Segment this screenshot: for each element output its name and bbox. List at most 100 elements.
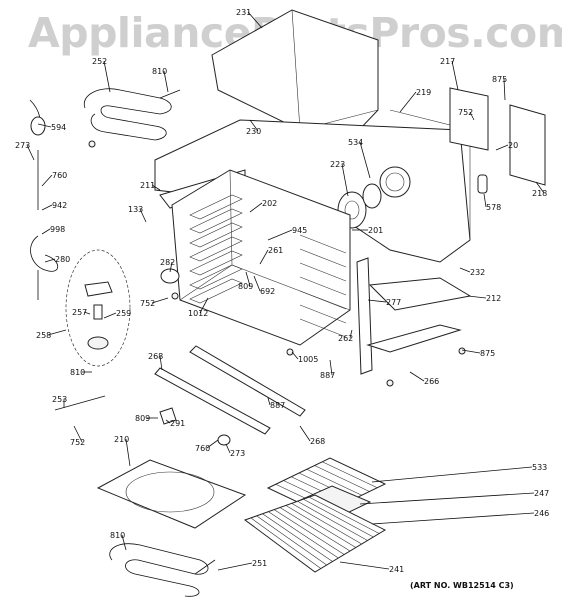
callout-label-219: 219 bbox=[416, 88, 431, 97]
oven-cavity-part bbox=[171, 169, 351, 346]
callout-leader bbox=[399, 91, 417, 113]
callout-label-223: 223 bbox=[330, 160, 345, 169]
callout-label-760: 760 bbox=[52, 171, 67, 180]
callout-leader bbox=[169, 261, 173, 273]
convection-fan-part bbox=[337, 183, 382, 229]
callout-leader bbox=[371, 512, 535, 525]
callout-label-247: 247 bbox=[534, 489, 549, 498]
callout-label-875: 875 bbox=[480, 349, 495, 358]
callout-label-266: 266 bbox=[424, 377, 439, 386]
hardware-part bbox=[54, 140, 466, 446]
callout-leader bbox=[103, 312, 117, 319]
callout-leader bbox=[299, 425, 311, 442]
callout-label-252: 252 bbox=[92, 57, 107, 66]
callout-label-1005: 1005 bbox=[298, 355, 318, 364]
callout-label-875: 875 bbox=[492, 75, 507, 84]
callout-leader bbox=[73, 425, 83, 443]
callout-leader bbox=[339, 561, 390, 570]
callout-leader bbox=[159, 355, 163, 371]
callout-label-282: 282 bbox=[160, 258, 175, 267]
callout-leader bbox=[291, 351, 299, 360]
callout-leader bbox=[121, 534, 127, 551]
broil-element-part bbox=[83, 88, 181, 141]
callout-leader bbox=[151, 184, 161, 191]
callout-label-998: 998 bbox=[50, 225, 65, 234]
callout-leader bbox=[47, 329, 67, 336]
callout-leader bbox=[341, 163, 349, 197]
callout-leader bbox=[259, 249, 269, 265]
callout-leader bbox=[451, 60, 459, 91]
callout-leader bbox=[245, 271, 251, 287]
callout-leader bbox=[503, 78, 506, 101]
callout-label-533: 533 bbox=[532, 463, 547, 472]
callout-label-261: 261 bbox=[268, 246, 283, 255]
callout-leader bbox=[249, 119, 259, 132]
callout-label-210: 210 bbox=[114, 435, 129, 444]
callout-leader bbox=[267, 229, 293, 241]
callout-label-534: 534 bbox=[348, 138, 363, 147]
callout-leader bbox=[26, 144, 35, 161]
callout-leader bbox=[247, 11, 263, 29]
callout-label-273: 273 bbox=[230, 449, 245, 458]
callout-leader bbox=[103, 60, 111, 93]
callout-label-268: 268 bbox=[148, 352, 163, 361]
callout-label-20: 20 bbox=[508, 141, 518, 150]
callout-leader bbox=[199, 297, 209, 314]
callout-label-810: 810 bbox=[152, 67, 167, 76]
callout-leader bbox=[253, 275, 261, 292]
callout-leader bbox=[249, 202, 263, 213]
callout-leader bbox=[495, 144, 509, 151]
callout-label-280: 280 bbox=[55, 255, 70, 264]
callout-label-257: 257 bbox=[72, 308, 87, 317]
callout-label-578: 578 bbox=[486, 203, 501, 212]
callout-label-760: 760 bbox=[195, 444, 210, 453]
callout-leader bbox=[359, 492, 535, 505]
callout-leader bbox=[459, 267, 471, 273]
callout-label-230: 230 bbox=[246, 127, 261, 136]
callout-label-809: 809 bbox=[238, 282, 253, 291]
callout-leader bbox=[461, 349, 481, 354]
callout-label-202: 202 bbox=[262, 199, 277, 208]
callout-leader bbox=[329, 359, 333, 376]
callout-label-211: 211 bbox=[140, 181, 155, 190]
callout-leader bbox=[371, 466, 533, 483]
callout-label-809: 809 bbox=[135, 414, 150, 423]
callout-label-201: 201 bbox=[368, 226, 383, 235]
callout-leader bbox=[41, 204, 53, 211]
trim-strip-part bbox=[154, 345, 306, 435]
callout-label-810: 810 bbox=[70, 368, 85, 377]
callout-leader bbox=[125, 438, 131, 467]
callout-label-942: 942 bbox=[52, 201, 67, 210]
callout-leader bbox=[83, 311, 91, 315]
callout-label-273: 273 bbox=[15, 141, 30, 150]
callout-label-259: 259 bbox=[116, 309, 131, 318]
bottom-support-part bbox=[366, 324, 462, 353]
callout-leader bbox=[217, 562, 253, 571]
side-rail-part bbox=[356, 257, 373, 375]
callout-label-945: 945 bbox=[292, 226, 307, 235]
callout-label-218: 218 bbox=[532, 189, 547, 198]
bake-element-part bbox=[109, 543, 216, 597]
callout-leader bbox=[267, 397, 271, 406]
callout-leader bbox=[41, 228, 51, 235]
callout-label-752: 752 bbox=[458, 108, 473, 117]
callout-label-810: 810 bbox=[110, 531, 125, 540]
callout-leader bbox=[467, 295, 487, 299]
callout-leader bbox=[206, 439, 219, 449]
callout-leader bbox=[367, 299, 387, 303]
callout-leader bbox=[469, 111, 475, 121]
callout-label-594: 594 bbox=[51, 123, 66, 132]
callout-label-887: 887 bbox=[270, 401, 285, 410]
bake-element-cover-part bbox=[96, 459, 247, 529]
callout-label-291: 291 bbox=[170, 419, 185, 428]
callout-leader bbox=[225, 443, 231, 454]
callout-label-133: 133 bbox=[128, 205, 143, 214]
callout-leader bbox=[37, 123, 52, 128]
callout-leader bbox=[139, 208, 147, 223]
callout-labels: 2312528105942737609429982802111332302029… bbox=[15, 8, 549, 574]
callout-label-231: 231 bbox=[236, 8, 251, 17]
callout-label-241: 241 bbox=[389, 565, 404, 574]
callout-label-258: 258 bbox=[36, 331, 51, 340]
callout-leader bbox=[41, 174, 53, 187]
